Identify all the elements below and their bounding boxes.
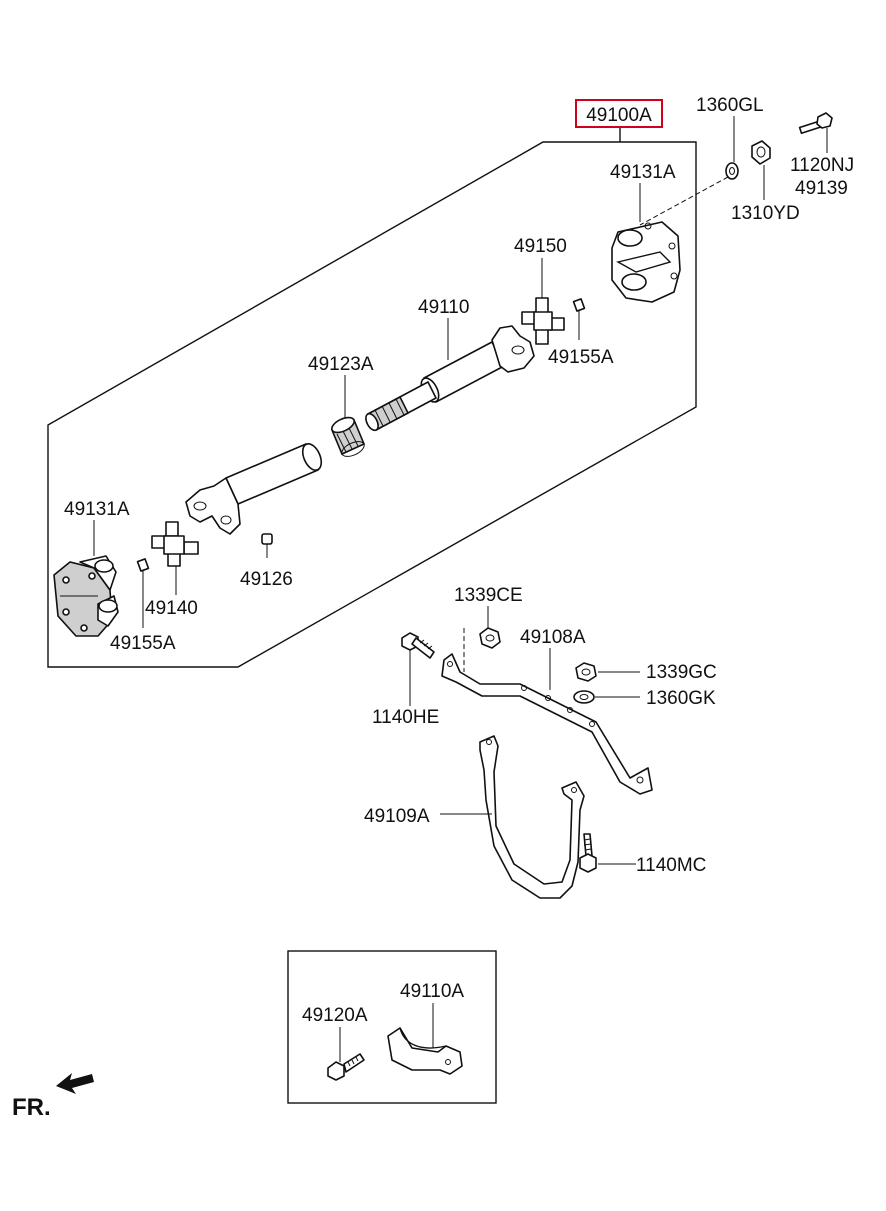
part-label-49100A[interactable]: 49100A	[586, 105, 652, 126]
part-label-1140HE[interactable]: 1140HE	[372, 707, 439, 728]
part-label-1140MC[interactable]: 1140MC	[636, 855, 706, 876]
part-label-49155A-top[interactable]: 49155A	[548, 347, 614, 368]
part-label-49131A-top[interactable]: 49131A	[610, 162, 676, 183]
part-label-49140[interactable]: 49140	[145, 598, 198, 619]
grease-fitting-49155A-bottom[interactable]	[136, 558, 150, 572]
universal-joint-cross-49140[interactable]	[151, 521, 199, 567]
part-label-1339GC[interactable]: 1339GC	[646, 662, 717, 683]
part-label-49123A[interactable]: 49123A	[308, 354, 374, 375]
part-label-49110[interactable]: 49110	[418, 297, 469, 318]
part-label-49109A[interactable]: 49109A	[364, 806, 430, 827]
part-label-1360GK[interactable]: 1360GK	[646, 688, 716, 709]
part-label-49155A-bottom[interactable]: 49155A	[110, 633, 176, 654]
part-label-1310YD[interactable]: 1310YD	[731, 203, 800, 224]
nut-1310YD[interactable]	[751, 140, 771, 165]
grease-fitting-49155A-top[interactable]	[572, 298, 586, 312]
front-direction-label: FR.	[12, 1094, 51, 1121]
mounting-bracket-49108A[interactable]	[441, 653, 653, 795]
universal-joint-cross-49150[interactable]	[521, 297, 565, 345]
part-label-1360GL[interactable]: 1360GL	[696, 95, 764, 116]
flange-yoke-49131A-top[interactable]	[611, 221, 681, 303]
main-part-highlight-box	[575, 99, 663, 128]
u-strap-49109A[interactable]	[479, 735, 585, 899]
washer-1360GK[interactable]	[573, 690, 595, 704]
bolt-49120A[interactable]	[327, 1053, 365, 1081]
part-label-49139[interactable]: 49139	[795, 178, 848, 199]
clamp-49110A[interactable]	[387, 1027, 463, 1075]
bolt-1140MC[interactable]	[579, 833, 597, 873]
front-shaft-tube[interactable]	[185, 441, 325, 535]
bolt-1120NJ[interactable]	[798, 112, 833, 135]
washer-1360GL[interactable]	[725, 162, 739, 180]
part-label-1339CE[interactable]: 1339CE	[454, 585, 523, 606]
part-label-49150[interactable]: 49150	[514, 236, 567, 257]
grease-fitting-49126[interactable]	[261, 533, 273, 558]
inset-box	[287, 950, 497, 1104]
spline-seal-49123A[interactable]	[330, 414, 367, 459]
part-label-49131A-left[interactable]: 49131A	[64, 499, 130, 520]
flange-yoke-49131A-left[interactable]	[53, 555, 119, 637]
part-label-49126[interactable]: 49126	[240, 569, 293, 590]
part-label-1120NJ[interactable]: 1120NJ	[790, 155, 854, 176]
front-direction-arrow-icon	[56, 1073, 94, 1094]
nut-1339CE[interactable]	[479, 627, 501, 649]
bolt-1140HE[interactable]	[401, 632, 435, 659]
rear-shaft-49110[interactable]	[363, 325, 535, 432]
part-label-49108A[interactable]: 49108A	[520, 627, 586, 648]
assembly-boundary	[47, 141, 697, 668]
part-label-49120A[interactable]: 49120A	[302, 1005, 368, 1026]
nut-1339GC[interactable]	[575, 662, 597, 682]
part-label-49110A[interactable]: 49110A	[400, 981, 464, 1002]
